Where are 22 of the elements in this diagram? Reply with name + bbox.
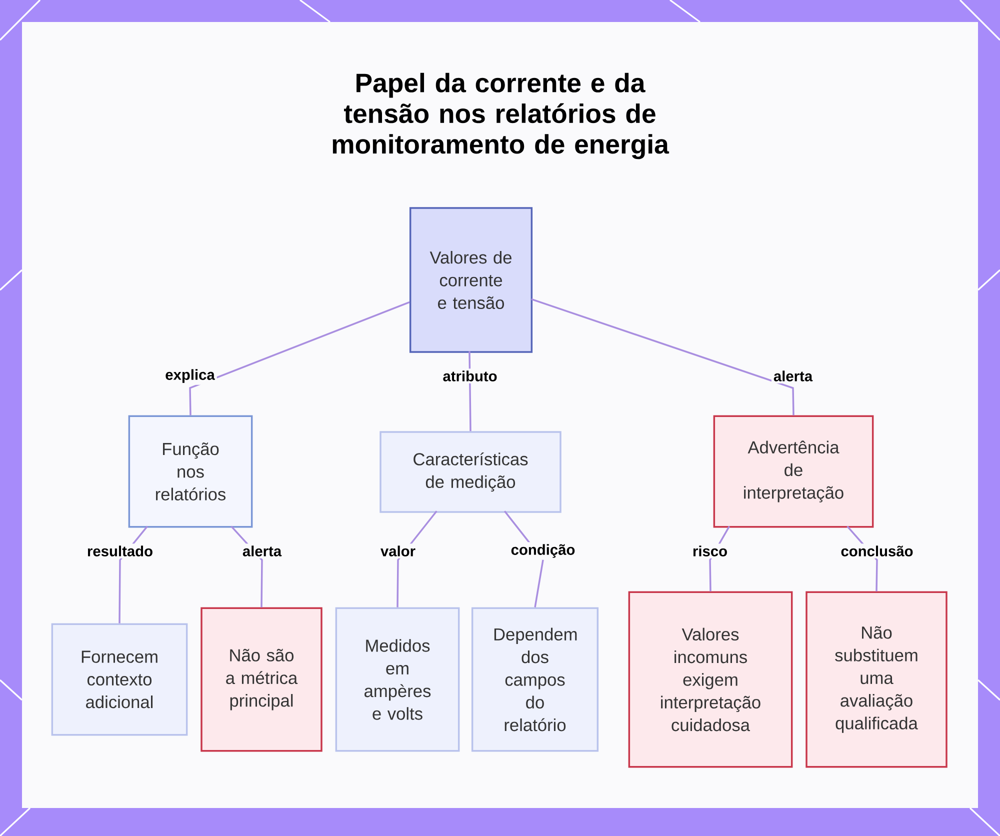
edge-label: alerta [771, 368, 815, 384]
concept-box: Características de medição [380, 431, 562, 513]
concept-box: Não são a métrica principal [200, 607, 322, 752]
edge-label: atributo [440, 368, 500, 384]
edge-label: alerta [240, 544, 284, 558]
connector [189, 301, 410, 416]
edge-label: risco [690, 544, 730, 558]
concept-box: Valores incomuns exigem interpretação cuidadosa [628, 591, 793, 768]
edge-label: conclusão [838, 544, 916, 558]
concept-box: Função nos relatórios [128, 415, 253, 528]
edge-label: valor [378, 544, 418, 558]
concept-box: Advertência de interpretação [713, 415, 874, 528]
title: Papel da corrente e da tensão nos relatórios de monitoramento de energia [332, 72, 670, 160]
concept-box: Valores de corrente e tensão [409, 207, 533, 353]
edge-label: resultado [85, 544, 155, 558]
edge-label: explica [163, 367, 217, 385]
edge-label: condição [508, 542, 578, 560]
concept-box: Dependem dos campos do relatório [471, 607, 599, 752]
concept-box: Medidos em ampères e volts [335, 607, 460, 752]
concept-box: Não substituem uma avaliação qualificada [806, 591, 948, 768]
connector [531, 298, 794, 416]
concept-box: Fornecem contexto adicional [51, 623, 188, 736]
